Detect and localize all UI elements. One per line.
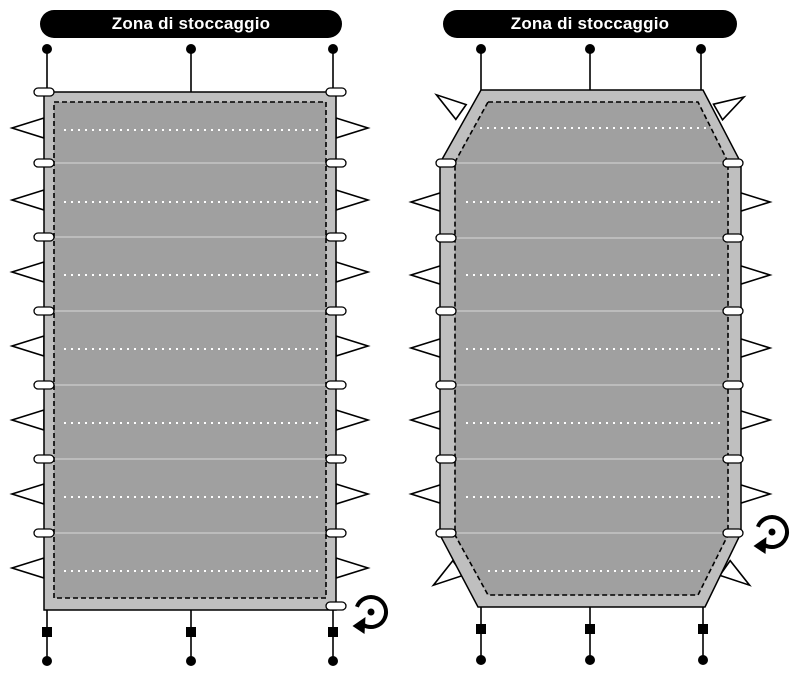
inner-dashed-border [454, 101, 729, 596]
cleat-icon [9, 334, 45, 358]
cleat-icon [335, 408, 371, 432]
cleat-icon [712, 95, 747, 122]
diagram-octagonal-storage [408, 44, 789, 665]
storage-zone-label-right: Zona di stoccaggio [443, 10, 737, 38]
cleat-icon [408, 336, 444, 360]
ring-icon [435, 380, 457, 390]
anchor-point-icon [328, 44, 338, 54]
ring-icon [722, 380, 744, 390]
cleat-icon [335, 116, 371, 140]
rotate-center [768, 528, 776, 536]
ring-icon [435, 233, 457, 243]
rotate-clockwise-icon [352, 595, 388, 634]
ring-icon [435, 306, 457, 316]
ring-icon [33, 158, 55, 168]
ring-icon [325, 454, 347, 464]
cleat-icon [737, 336, 773, 360]
anchor-block-icon [186, 627, 196, 637]
cleat-icon [737, 408, 773, 432]
ring-icon [722, 233, 744, 243]
ring-icon [722, 306, 744, 316]
storage-zone-label-left: Zona di stoccaggio [40, 10, 342, 38]
anchor-point-icon [328, 656, 338, 666]
cleat-icon [335, 188, 371, 212]
cleat-icon [737, 190, 773, 214]
cleat-icon [718, 559, 752, 587]
cleat-icon [737, 482, 773, 506]
ring-icon [33, 380, 55, 390]
cleat-icon [408, 408, 444, 432]
cleat-icon [335, 556, 371, 580]
anchor-point-icon [696, 44, 706, 54]
anchor-point-icon [585, 655, 595, 665]
cleat-icon [9, 482, 45, 506]
cleat-icon [408, 190, 444, 214]
anchor-block-icon [476, 624, 486, 634]
cleat-icon [408, 482, 444, 506]
anchor-point-icon [476, 44, 486, 54]
ring-icon [722, 528, 744, 538]
ring-icon [33, 528, 55, 538]
cleat-icon [9, 408, 45, 432]
anchor-block-icon [585, 624, 595, 634]
cleat-icon [408, 263, 444, 287]
ring-icon [325, 232, 347, 242]
rotate-clockwise-icon [753, 515, 789, 554]
anchor-point-icon [186, 656, 196, 666]
cleat-icon [335, 482, 371, 506]
cleat-icon [9, 116, 45, 140]
rotate-arc [355, 595, 388, 629]
ring-icon [325, 601, 347, 611]
cleat-icon [9, 556, 45, 580]
anchor-point-icon [476, 655, 486, 665]
inner-dashed-border [53, 101, 327, 599]
diagram-rectangular-storage [9, 44, 388, 666]
ring-icon [325, 306, 347, 316]
ring-icon [325, 528, 347, 538]
rotate-arc [756, 515, 789, 549]
anchor-point-icon [186, 44, 196, 54]
cleat-icon [335, 334, 371, 358]
ring-icon [435, 158, 457, 168]
cleat-icon [737, 263, 773, 287]
ring-icon [722, 158, 744, 168]
cleat-icon [9, 260, 45, 284]
cleat-icon [434, 93, 468, 121]
rotate-center [367, 608, 375, 616]
cleat-icon [335, 260, 371, 284]
ring-icon [325, 380, 347, 390]
ring-icon [722, 454, 744, 464]
anchor-point-icon [698, 655, 708, 665]
rotate-arrowhead [753, 536, 767, 554]
cleat-icon [9, 188, 45, 212]
anchor-point-icon [42, 656, 52, 666]
anchor-block-icon [42, 627, 52, 637]
ring-icon [325, 87, 347, 97]
ring-icon [435, 528, 457, 538]
rotate-arrowhead [352, 616, 366, 634]
ring-icon [325, 158, 347, 168]
anchor-block-icon [698, 624, 708, 634]
ring-icon [435, 454, 457, 464]
ring-icon [33, 306, 55, 316]
ring-icon [33, 454, 55, 464]
storage-area [455, 102, 728, 595]
anchor-block-icon [328, 627, 338, 637]
anchor-point-icon [585, 44, 595, 54]
ring-icon [33, 232, 55, 242]
anchor-point-icon [42, 44, 52, 54]
ring-icon [33, 87, 55, 97]
